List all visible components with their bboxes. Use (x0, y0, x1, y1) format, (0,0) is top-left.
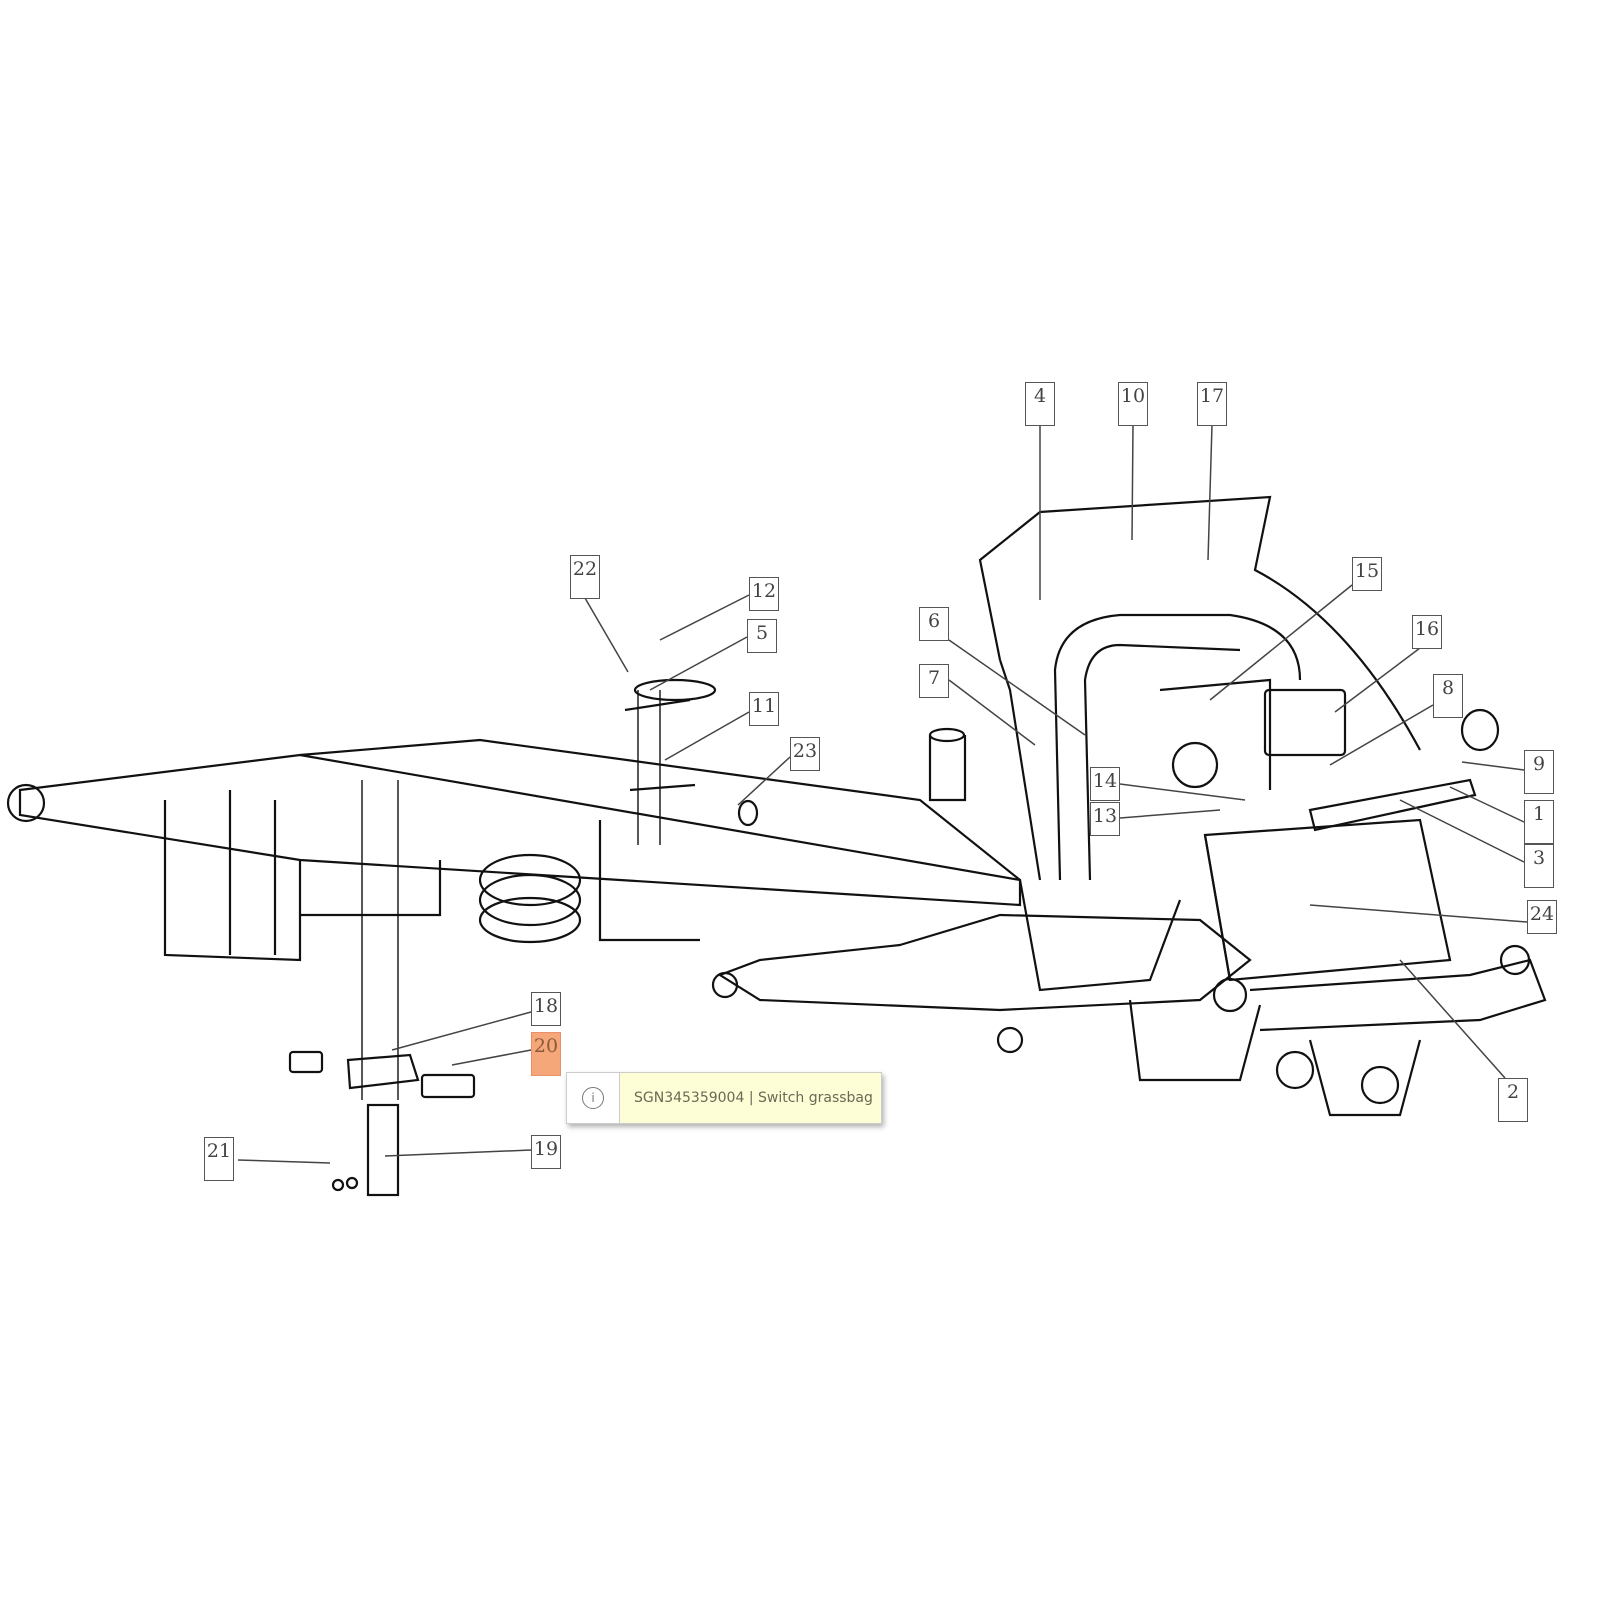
callout-1[interactable]: 1 (1524, 800, 1554, 844)
callout-9[interactable]: 9 (1524, 750, 1554, 794)
callout-21[interactable]: 21 (204, 1137, 234, 1181)
callout-22[interactable]: 22 (570, 555, 600, 599)
leader-line-9 (1461, 761, 1525, 771)
callout-19[interactable]: 19 (531, 1135, 561, 1169)
leader-line-18 (391, 1011, 532, 1051)
leader-line-5 (649, 636, 748, 691)
leader-line-16 (1334, 647, 1421, 713)
callout-12[interactable]: 12 (749, 577, 779, 611)
leader-line-20 (451, 1049, 532, 1066)
leader-line-17 (1207, 424, 1213, 561)
leader-line-23 (737, 756, 791, 806)
callout-3[interactable]: 3 (1524, 844, 1554, 888)
leader-line-11 (664, 711, 750, 761)
leader-line-8 (1329, 704, 1434, 766)
callout-11[interactable]: 11 (749, 692, 779, 726)
callout-18[interactable]: 18 (531, 992, 561, 1026)
leader-line-6 (948, 639, 1086, 736)
leader-line-15 (1209, 584, 1353, 701)
leader-line-21 (237, 1159, 331, 1164)
callout-17[interactable]: 17 (1197, 382, 1227, 426)
part-tooltip: i SGN345359004 | Switch grassbag (566, 1072, 882, 1124)
leader-line-2 (1399, 959, 1506, 1079)
info-icon: i (567, 1073, 620, 1123)
callout-5[interactable]: 5 (747, 619, 777, 653)
callout-20[interactable]: 20 (531, 1032, 561, 1076)
leader-line-24 (1309, 904, 1528, 923)
leader-line-13 (1119, 809, 1221, 819)
callout-14[interactable]: 14 (1090, 767, 1120, 801)
callout-15[interactable]: 15 (1352, 557, 1382, 591)
leader-line-10 (1131, 424, 1134, 541)
leader-line-12 (659, 594, 750, 641)
callout-7[interactable]: 7 (919, 664, 949, 698)
leader-line-7 (948, 679, 1036, 746)
callout-8[interactable]: 8 (1433, 674, 1463, 718)
leader-line-1 (1449, 786, 1525, 823)
tooltip-text: SGN345359004 | Switch grassbag (634, 1090, 873, 1106)
callout-2[interactable]: 2 (1498, 1078, 1528, 1122)
callout-24[interactable]: 24 (1527, 900, 1557, 934)
callout-13[interactable]: 13 (1090, 802, 1120, 836)
leader-line-14 (1119, 783, 1246, 801)
leader-line-3 (1399, 799, 1525, 863)
leader-line-22 (584, 597, 629, 673)
leader-line-19 (384, 1149, 532, 1157)
frame-drawing (6, 495, 1547, 1197)
callout-4[interactable]: 4 (1025, 382, 1055, 426)
callout-16[interactable]: 16 (1412, 615, 1442, 649)
leader-lines (237, 424, 1528, 1164)
callout-6[interactable]: 6 (919, 607, 949, 641)
callout-23[interactable]: 23 (790, 737, 820, 771)
callout-10[interactable]: 10 (1118, 382, 1148, 426)
